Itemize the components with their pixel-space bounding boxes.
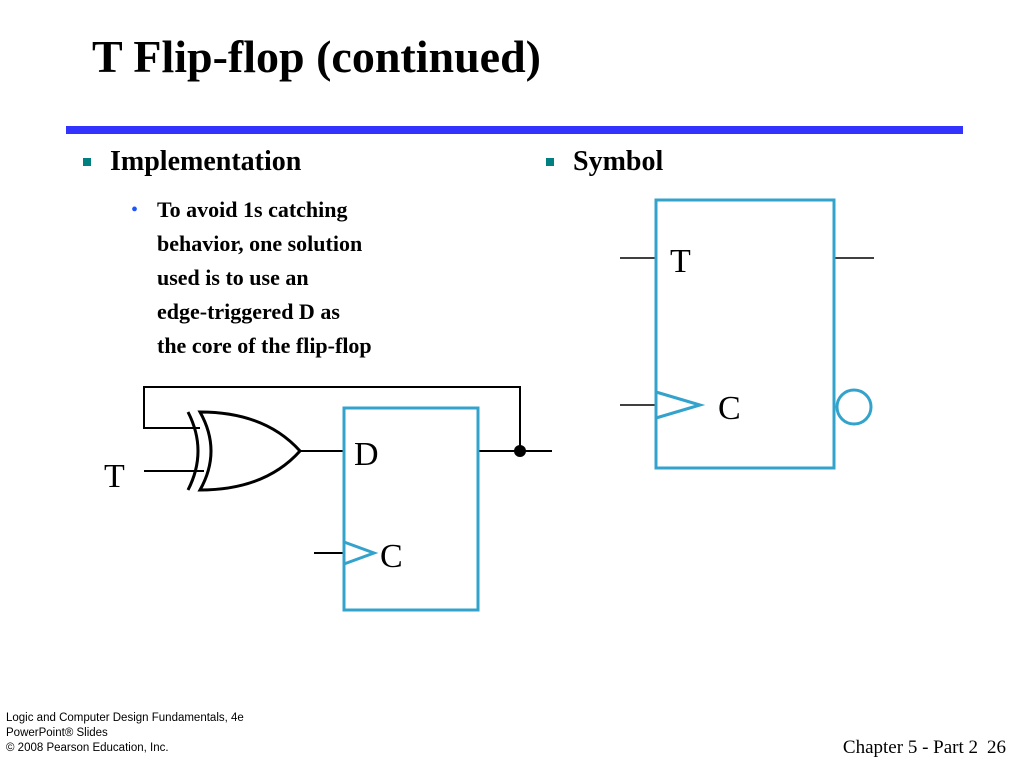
implementation-circuit: [143, 386, 552, 554]
symbol-box: [654, 198, 836, 470]
bullet-implementation: Implementation: [83, 146, 302, 178]
bullet-symbol-label: Symbol: [573, 146, 664, 177]
footer-powerpoint: PowerPoint: [6, 727, 65, 739]
bullet-dot-icon: •: [131, 199, 139, 221]
footer-chapter: Chapter 5 - Part 2: [842, 737, 978, 758]
sub-bullet-line: behavior, one solution: [157, 231, 363, 256]
xor-gate-body: [197, 410, 303, 492]
sub-bullet-line: used is to use an: [157, 265, 309, 290]
d-clock-triangle-icon: [343, 540, 379, 566]
footer-powerpoint-line: PowerPoint® Slides: [6, 726, 244, 741]
symbol-clock-triangle-icon: [655, 390, 706, 420]
bullet-square-icon: [546, 158, 554, 166]
bullet-implementation-label: Implementation: [110, 146, 302, 177]
bullet-symbol: Symbol: [546, 146, 664, 178]
footer-slides: ® Slides: [64, 727, 108, 739]
d-flip-flop-box: [342, 406, 480, 612]
footer-copyright: © 2008 Pearson Education, Inc.: [6, 742, 169, 754]
feedback-wire: [143, 386, 521, 451]
bullet-square-icon: [83, 158, 91, 166]
footer-book-title: Logic and Computer Design Fundamentals, …: [6, 712, 244, 724]
title-divider: [66, 126, 963, 134]
d-input-label: D: [354, 436, 379, 473]
footer-book-info: Logic and Computer Design Fundamentals, …: [6, 711, 244, 756]
sub-bullet-line: To avoid 1s catching: [157, 197, 348, 222]
sub-bullet-text: • To avoid 1s catching behavior, one sol…: [131, 193, 457, 363]
symbol-t-label: T: [670, 243, 691, 280]
symbol-c-label: C: [718, 390, 741, 427]
symbol-inverted-output-bubble-icon: [835, 388, 873, 426]
junction-dot: [514, 445, 526, 457]
d-clock-label: C: [380, 538, 403, 575]
page-number: 26: [987, 737, 1006, 758]
t-flip-flop-symbol: [620, 257, 874, 406]
sub-bullet-line: the core of the flip-flop: [157, 333, 372, 358]
xor-gate-extra-arc: [186, 411, 200, 491]
slide-title: T Flip-flop (continued): [92, 31, 541, 82]
t-input-label: T: [104, 458, 125, 495]
sub-bullet-line: edge-triggered D as: [157, 299, 340, 324]
